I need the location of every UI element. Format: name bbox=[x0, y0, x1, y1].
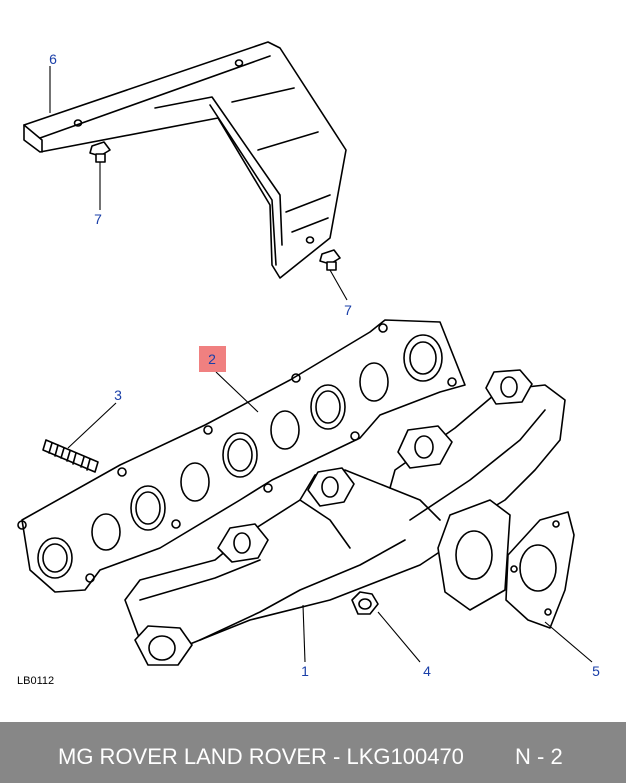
callout-1: 1 bbox=[301, 663, 309, 679]
nut-part-4 bbox=[351, 591, 379, 615]
bolt-part-7-upper bbox=[89, 141, 111, 163]
bolt-part-7-lower bbox=[319, 249, 341, 271]
footer-title: MG ROVER LAND ROVER - LKG100470 bbox=[58, 744, 464, 769]
manifold-gasket-part-2 bbox=[17, 319, 466, 593]
callout-7-lower: 7 bbox=[344, 302, 352, 318]
callout-4: 4 bbox=[423, 663, 431, 679]
callout-3: 3 bbox=[114, 387, 122, 403]
exploded-parts-diagram: 6 7 7 3 2 1 4 5 bbox=[17, 41, 600, 679]
footer-page-number: N - 2 bbox=[515, 744, 563, 769]
heat-shield-part-6 bbox=[23, 41, 347, 279]
callout-2: 2 bbox=[208, 351, 216, 367]
callout-5: 5 bbox=[592, 663, 600, 679]
callout-7-upper: 7 bbox=[94, 211, 102, 227]
callout-6: 6 bbox=[49, 51, 57, 67]
footer-bar: MG ROVER LAND ROVER - LKG100470 N - 2 bbox=[0, 722, 626, 783]
stud-part-3 bbox=[42, 439, 99, 473]
leader-lines bbox=[49, 66, 593, 663]
exhaust-manifold-part-1 bbox=[124, 369, 566, 666]
diagram-reference-code: LB0112 bbox=[17, 675, 55, 687]
callout-2-highlight bbox=[199, 346, 226, 372]
outlet-gasket-part-5 bbox=[505, 511, 575, 629]
